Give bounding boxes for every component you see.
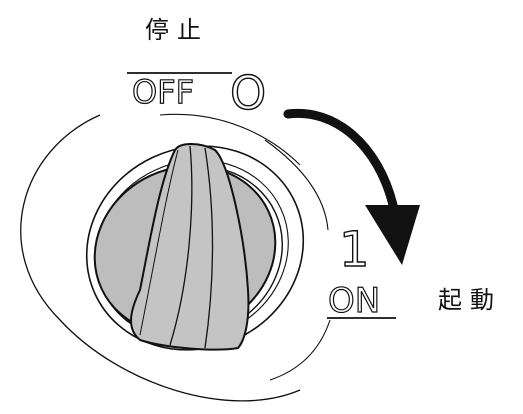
inner-bezel-arc-right (264, 139, 329, 231)
on-label: ON (327, 281, 381, 321)
start-label: 起動 (438, 286, 502, 314)
knob-grip-ridge-2 (204, 147, 214, 349)
inner-bezel-arc-lower (269, 319, 331, 381)
off-label: OFF (131, 73, 194, 111)
stop-label: 停止 (145, 16, 209, 44)
outer-bezel-arc-upper (159, 113, 301, 166)
outer-bezel-arc (20, 114, 301, 402)
clockwise-arrow-icon (283, 108, 420, 265)
knob-grip (130, 143, 250, 351)
knob-grip-ridge-1 (169, 145, 193, 346)
knob-grip-ridge-3 (139, 149, 179, 336)
off-symbol: O (229, 66, 267, 120)
on-symbol: 1 (338, 222, 370, 278)
